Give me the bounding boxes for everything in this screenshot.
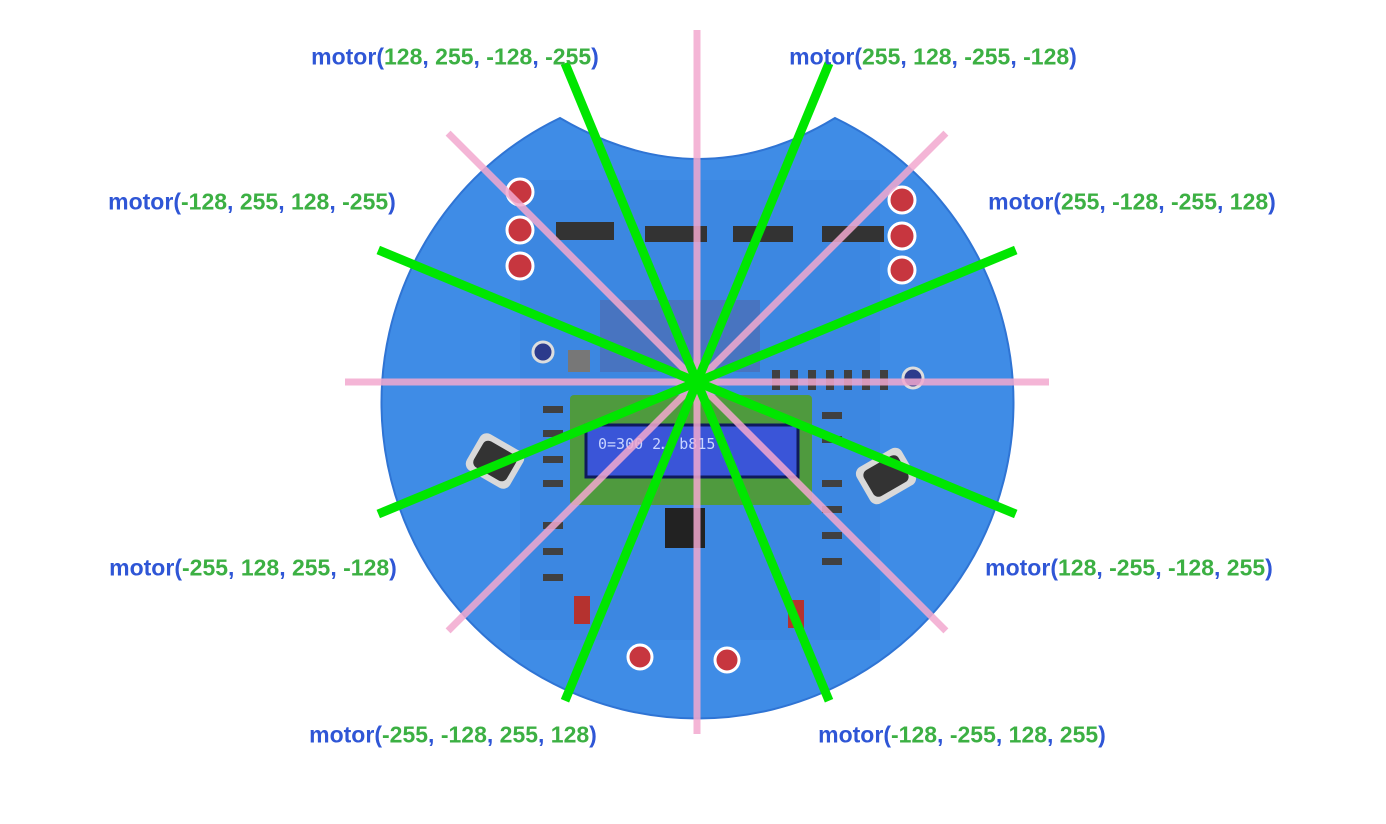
comma: , xyxy=(428,722,441,748)
label-east-north-east: motor(255, -128, -255, 128) xyxy=(988,189,1276,216)
motor-speed-value: 255 xyxy=(240,189,278,215)
open-paren: ( xyxy=(174,555,182,581)
motor-speed-value: -128 xyxy=(441,722,487,748)
open-paren: ( xyxy=(883,722,891,748)
comma: , xyxy=(1217,189,1230,215)
comma: , xyxy=(278,189,291,215)
comma: , xyxy=(329,189,342,215)
motor-speed-value: 255 xyxy=(435,44,473,70)
comma: , xyxy=(1214,555,1227,581)
open-paren: ( xyxy=(1053,189,1061,215)
motor-speed-value: 128 xyxy=(551,722,589,748)
close-paren: ) xyxy=(1069,44,1077,70)
motor-speed-value: 255 xyxy=(292,555,330,581)
motor-speed-value: -128 xyxy=(1112,189,1158,215)
comma: , xyxy=(952,44,965,70)
motor-speed-value: -128 xyxy=(1023,44,1069,70)
motor-speed-value: 255 xyxy=(1060,722,1098,748)
motor-speed-value: -255 xyxy=(545,44,591,70)
motor-speed-value: 255 xyxy=(862,44,900,70)
comma: , xyxy=(532,44,545,70)
motor-speed-value: -128 xyxy=(181,189,227,215)
open-paren: ( xyxy=(376,44,384,70)
motor-speed-value: -255 xyxy=(950,722,996,748)
function-name: motor xyxy=(311,44,376,70)
function-name: motor xyxy=(988,189,1053,215)
motor-speed-value: -128 xyxy=(891,722,937,748)
label-northeast: motor(255, 128, -255, -128) xyxy=(789,44,1077,71)
ic-chip xyxy=(556,222,614,240)
comma: , xyxy=(474,44,487,70)
motor-speed-value: -128 xyxy=(486,44,532,70)
motor-speed-value: -255 xyxy=(964,44,1010,70)
comma: , xyxy=(1099,189,1112,215)
close-paren: ) xyxy=(389,555,397,581)
motor-speed-value: 255 xyxy=(500,722,538,748)
label-southeast: motor(-128, -255, 128, 255) xyxy=(818,722,1106,749)
function-name: motor xyxy=(985,555,1050,581)
label-east-south-east: motor(128, -255, -128, 255) xyxy=(985,555,1273,582)
motor-speed-value: 128 xyxy=(1230,189,1268,215)
switch xyxy=(574,596,590,624)
comma: , xyxy=(900,44,913,70)
comma: , xyxy=(1096,555,1109,581)
motor-speed-value: -128 xyxy=(1168,555,1214,581)
motor-speed-value: -128 xyxy=(343,555,389,581)
comma: , xyxy=(538,722,551,748)
comma: , xyxy=(228,555,241,581)
comma: , xyxy=(996,722,1009,748)
comma: , xyxy=(1155,555,1168,581)
comma: , xyxy=(422,44,435,70)
function-name: motor xyxy=(108,189,173,215)
label-southwest: motor(-255, -128, 255, 128) xyxy=(309,722,597,749)
open-paren: ( xyxy=(374,722,382,748)
open-paren: ( xyxy=(1050,555,1058,581)
function-name: motor xyxy=(818,722,883,748)
comma: , xyxy=(1158,189,1171,215)
motor-speed-value: 128 xyxy=(1009,722,1047,748)
ic-chip xyxy=(568,350,590,372)
comma: , xyxy=(1047,722,1060,748)
comma: , xyxy=(279,555,292,581)
capacitor-blue xyxy=(533,342,553,362)
motor-speed-value: -255 xyxy=(1171,189,1217,215)
motor-speed-value: 128 xyxy=(1058,555,1096,581)
motor-speed-value: 128 xyxy=(384,44,422,70)
open-paren: ( xyxy=(854,44,862,70)
motor-speed-value: 255 xyxy=(1227,555,1265,581)
motor-speed-value: 128 xyxy=(241,555,279,581)
motor-speed-value: -255 xyxy=(182,555,228,581)
label-north: motor(128, 255, -128, -255) xyxy=(311,44,599,71)
function-name: motor xyxy=(309,722,374,748)
close-paren: ) xyxy=(1265,555,1273,581)
comma: , xyxy=(487,722,500,748)
motor-speed-value: -255 xyxy=(1109,555,1155,581)
close-paren: ) xyxy=(388,189,396,215)
comma: , xyxy=(330,555,343,581)
comma: , xyxy=(1010,44,1023,70)
function-name: motor xyxy=(109,555,174,581)
motor-speed-value: -255 xyxy=(342,189,388,215)
open-paren: ( xyxy=(173,189,181,215)
close-paren: ) xyxy=(1098,722,1106,748)
close-paren: ) xyxy=(589,722,597,748)
label-west-north-west: motor(-128, 255, 128, -255) xyxy=(108,189,396,216)
label-west-south-west: motor(-255, 128, 255, -128) xyxy=(109,555,397,582)
motor-speed-value: 128 xyxy=(913,44,951,70)
function-name: motor xyxy=(789,44,854,70)
comma: , xyxy=(227,189,240,215)
comma: , xyxy=(937,722,950,748)
motor-speed-value: -255 xyxy=(382,722,428,748)
close-paren: ) xyxy=(1268,189,1276,215)
motor-speed-value: 255 xyxy=(1061,189,1099,215)
close-paren: ) xyxy=(591,44,599,70)
motor-speed-value: 128 xyxy=(291,189,329,215)
